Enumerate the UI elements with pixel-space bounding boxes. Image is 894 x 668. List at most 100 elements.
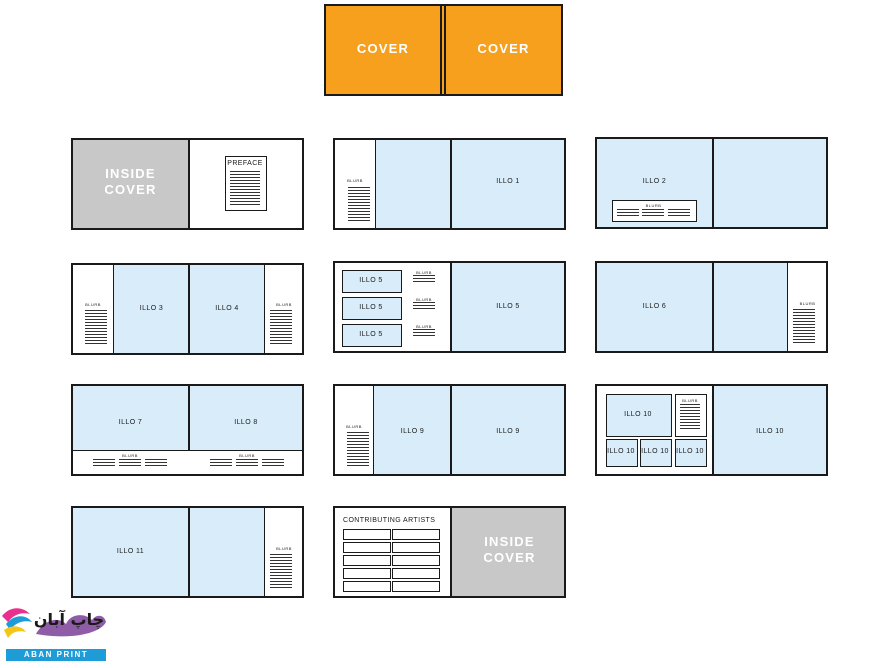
illo-box: ILLO 10 bbox=[606, 394, 672, 437]
spread-illo-9: BLURB ILLO 9 ILLO 9 bbox=[333, 384, 566, 476]
illo-box: ILLO 10 bbox=[640, 439, 672, 467]
preface-page: PREFACE bbox=[188, 140, 302, 228]
inside-cover-page: INSIDE COVER bbox=[73, 140, 188, 228]
text-lines bbox=[413, 275, 435, 284]
inside-cover-label: INSIDE COVER bbox=[104, 166, 157, 197]
cover-spread: COVER COVER bbox=[324, 4, 563, 96]
blurb-label: BLURB bbox=[416, 270, 432, 275]
text-lines bbox=[270, 310, 292, 346]
page-illo-9-right: ILLO 9 bbox=[450, 386, 564, 474]
blurb-column: BLURB bbox=[335, 140, 375, 228]
illo-label: ILLO 9 bbox=[400, 428, 425, 435]
page-illo-8: ILLO 8 bbox=[188, 386, 302, 450]
page-illo-10-grid: ILLO 10 BLURB ILLO 10 ILLO 10 ILLO 10 bbox=[597, 386, 712, 474]
illo-label: ILLO 4 bbox=[215, 305, 239, 312]
illo-label: ILLO 1 bbox=[496, 178, 520, 185]
logo-name: چاپ آبان bbox=[33, 610, 105, 629]
illo-label: ILLO 6 bbox=[642, 303, 667, 310]
text-lines bbox=[793, 309, 815, 345]
artist-entry-box bbox=[343, 542, 391, 553]
text-lines bbox=[680, 404, 700, 431]
blurb-label: BLURB bbox=[799, 301, 816, 306]
text-lines bbox=[617, 209, 639, 218]
illo-label: ILLO 8 bbox=[234, 419, 258, 426]
artist-entry-box bbox=[392, 581, 440, 592]
text-lines bbox=[230, 171, 260, 205]
page-illo-10-right: ILLO 10 bbox=[712, 386, 826, 474]
blurb-label: BLURB bbox=[276, 302, 292, 307]
artist-entry-box bbox=[392, 542, 440, 553]
page-illo-6-right bbox=[712, 263, 787, 351]
illo-label: ILLO 10 bbox=[624, 411, 652, 418]
spread-illo-7-8: ILLO 7 ILLO 8 BLURB BLURB bbox=[71, 384, 304, 476]
spread-illo-3-4: BLURB ILLO 3 ILLO 4 BLURB bbox=[71, 263, 304, 355]
blurb-column: BLURB bbox=[264, 508, 302, 596]
text-lines bbox=[210, 459, 232, 468]
illo-label: ILLO 11 bbox=[116, 548, 145, 555]
preface-box: PREFACE bbox=[225, 156, 267, 211]
blurb-box: BLURB bbox=[612, 200, 697, 222]
spread-illo-2: ILLO 2 BLURB bbox=[595, 137, 828, 229]
blurb-label: BLURB bbox=[85, 302, 101, 307]
illo-label: ILLO 9 bbox=[496, 428, 520, 435]
logo-subtitle: ABAN PRINT bbox=[23, 650, 89, 659]
preface-label: PREFACE bbox=[227, 160, 263, 167]
aban-print-logo: چاپ آبان ABAN PRINT bbox=[0, 600, 112, 663]
text-lines bbox=[119, 459, 141, 468]
illo-label: ILLO 5 bbox=[496, 303, 520, 310]
text-lines bbox=[93, 459, 115, 468]
illo-label: ILLO 7 bbox=[118, 419, 143, 426]
illo-box: ILLO 10 bbox=[606, 439, 638, 467]
page-illo-9-left: ILLO 9 bbox=[373, 386, 450, 474]
text-lines bbox=[668, 209, 690, 218]
text-lines bbox=[413, 302, 435, 311]
illo-label: ILLO 10 bbox=[607, 448, 635, 455]
text-lines bbox=[145, 459, 167, 468]
text-lines bbox=[642, 209, 664, 218]
inside-cover-page: INSIDE COVER bbox=[450, 508, 564, 596]
illo-label: ILLO 10 bbox=[756, 428, 784, 435]
page-illo-2-left: ILLO 2 BLURB bbox=[597, 139, 712, 227]
blurb-label: BLURB bbox=[416, 324, 432, 329]
page-illo-4: ILLO 4 bbox=[188, 265, 264, 353]
blurb-strip: BLURB BLURB bbox=[73, 450, 302, 474]
page-illo-5-right: ILLO 5 bbox=[450, 263, 564, 351]
page-illo-5-grid: ILLO 5 ILLO 5 ILLO 5 BLURB BLURB BLURB bbox=[335, 263, 450, 351]
text-lines bbox=[270, 554, 292, 590]
illo-label: ILLO 10 bbox=[641, 448, 669, 455]
illo-box: ILLO 5 bbox=[342, 324, 402, 347]
blurb-label: BLURB bbox=[682, 398, 698, 403]
illo-label: ILLO 2 bbox=[642, 178, 667, 185]
contributing-artists-label: CONTRIBUTING ARTISTS bbox=[343, 517, 436, 524]
page-illo-1-right: ILLO 1 bbox=[450, 140, 564, 228]
page-illo-3: ILLO 3 bbox=[113, 265, 188, 353]
blurb-label: BLURB bbox=[239, 453, 255, 458]
illo-label: ILLO 10 bbox=[676, 448, 704, 455]
illo-box: ILLO 5 bbox=[342, 270, 402, 293]
text-lines bbox=[348, 187, 370, 223]
blurb-label: BLURB bbox=[645, 203, 662, 208]
illo-label: ILLO 5 bbox=[359, 304, 383, 311]
spine bbox=[440, 6, 446, 94]
text-lines bbox=[347, 432, 369, 468]
logo-subtitle-bar: ABAN PRINT bbox=[6, 649, 106, 661]
illo-label: ILLO 5 bbox=[359, 277, 383, 284]
page-illo-11-right bbox=[188, 508, 264, 596]
page-illo-11-left: ILLO 11 bbox=[73, 508, 188, 596]
blurb-label: BLURB bbox=[416, 297, 432, 302]
blurb-column: BLURB bbox=[73, 265, 113, 353]
cover-left-label: COVER bbox=[356, 41, 410, 56]
artist-entry-box bbox=[343, 555, 391, 566]
inside-cover-label: INSIDE COVER bbox=[483, 534, 536, 565]
artist-entry-box bbox=[343, 581, 391, 592]
blurb-label: BLURB bbox=[276, 546, 292, 551]
spread-illo-5: ILLO 5 ILLO 5 ILLO 5 BLURB BLURB BLURB I… bbox=[333, 261, 566, 353]
blurb-label: BLURB bbox=[347, 178, 363, 183]
contributing-artists-page: CONTRIBUTING ARTISTS bbox=[335, 508, 450, 596]
spread-illo-6: ILLO 6 BLURB bbox=[595, 261, 828, 353]
blurb-column: BLURB bbox=[264, 265, 302, 353]
text-lines bbox=[236, 459, 258, 468]
text-lines bbox=[85, 310, 107, 346]
illo-box: ILLO 10 bbox=[675, 439, 707, 467]
artist-entry-box bbox=[343, 529, 391, 540]
